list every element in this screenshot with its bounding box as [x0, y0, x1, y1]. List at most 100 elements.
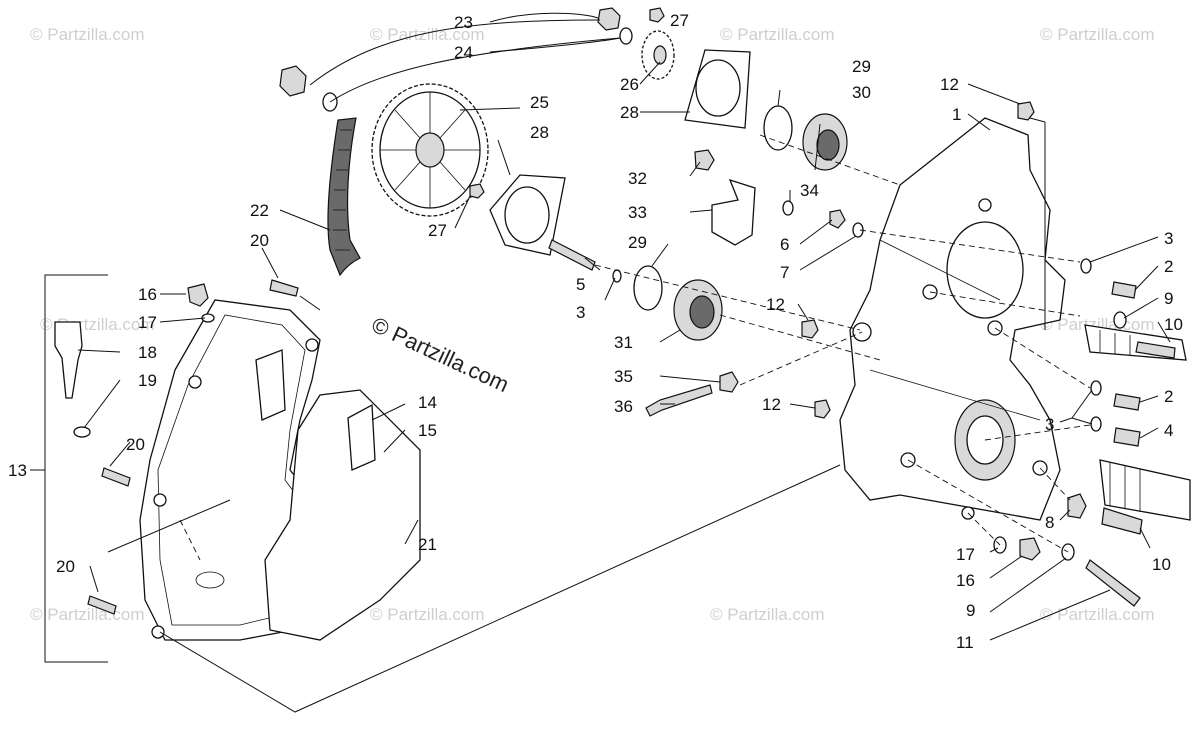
nut-23-top	[597, 7, 621, 31]
gear-case	[839, 117, 1066, 521]
bolt-20-top	[269, 279, 299, 297]
center-watermark: © Partzilla.com	[368, 312, 513, 397]
o-ring-19	[73, 426, 91, 438]
bolt-2-mid	[1113, 393, 1141, 411]
watermark-text: © Partzilla.com	[710, 605, 825, 624]
callout-5: 5	[576, 275, 585, 294]
callout-27-top: 27	[670, 11, 689, 30]
callout-10-low: 10	[1152, 555, 1171, 574]
callout-20-mid: 20	[126, 435, 145, 454]
callout-7: 7	[780, 263, 789, 282]
bearing-30	[802, 113, 848, 171]
nut-27	[469, 183, 485, 199]
gasket-21	[264, 389, 421, 641]
group-bracket-13	[30, 274, 108, 663]
callout-22: 22	[250, 201, 269, 220]
callout-26: 26	[620, 75, 639, 94]
bolt-36	[645, 384, 713, 417]
callout-8: 8	[1045, 513, 1054, 532]
bolt-11	[1085, 559, 1141, 607]
callout-15: 15	[418, 421, 437, 440]
watermark-text: © Partzilla.com	[30, 25, 145, 44]
assembly-lines	[179, 134, 1091, 561]
o-ring-29-top	[763, 105, 793, 151]
callout-20-top: 20	[250, 231, 269, 250]
nut-23	[279, 65, 307, 97]
callout-10-top: 10	[1164, 315, 1183, 334]
washer-3-mid	[1090, 380, 1102, 396]
watermark-text: © Partzilla.com	[30, 605, 145, 624]
watermark-text: © Partzilla.com	[1040, 25, 1155, 44]
watermark-text: © Partzilla.com	[370, 25, 485, 44]
watermark-text: © Partzilla.com	[370, 605, 485, 624]
bolt-10-low	[1101, 507, 1143, 535]
callout-36: 36	[614, 397, 633, 416]
plug-16-top	[187, 283, 209, 307]
bolt-20-low	[87, 595, 117, 615]
washer-24-top	[619, 27, 633, 45]
callout-12-low: 12	[762, 395, 781, 414]
callout-27: 27	[428, 221, 447, 240]
callout-18: 18	[138, 343, 157, 362]
callout-labels: 23 24 27 26 28 25 28 29 30 12 1 32 33 34…	[8, 11, 1183, 652]
chain-tensioner-bracket	[711, 178, 756, 246]
callout-9-top: 9	[1164, 289, 1173, 308]
callout-32: 32	[628, 169, 647, 188]
callout-3-top-right: 3	[1164, 229, 1173, 248]
perimeter-lines	[107, 117, 1046, 713]
callout-16: 16	[138, 285, 157, 304]
callout-29: 29	[628, 233, 647, 252]
washer-3-low	[1090, 416, 1102, 432]
callout-9-low: 9	[966, 601, 975, 620]
bolt-4	[1113, 427, 1141, 447]
callout-14: 14	[418, 393, 437, 412]
callout-28: 28	[530, 123, 549, 142]
callout-31: 31	[614, 333, 633, 352]
o-ring-29	[633, 265, 663, 311]
nut-27-top	[649, 7, 665, 23]
watermark-text: © Partzilla.com	[1040, 605, 1155, 624]
plug-8	[1067, 493, 1087, 519]
callout-4: 4	[1164, 421, 1173, 440]
bolt-5	[548, 239, 596, 271]
callout-19: 19	[138, 371, 157, 390]
leader-lines	[77, 12, 1171, 641]
drive-chain	[327, 117, 361, 277]
callout-17: 17	[138, 313, 157, 332]
bolt-20-mid	[101, 467, 131, 487]
callout-3-mid: 3	[1045, 415, 1054, 434]
nut-12-low	[814, 399, 831, 419]
nut-12-mid	[801, 319, 819, 339]
nut-12-top	[1017, 101, 1035, 121]
callout-11: 11	[956, 633, 974, 652]
callout-33: 33	[628, 203, 647, 222]
callout-6: 6	[780, 235, 789, 254]
washer-3-top	[1080, 258, 1092, 274]
bearing-plate-left	[489, 174, 566, 256]
bearing-plate-top	[684, 49, 751, 129]
inspection-plate	[347, 403, 376, 471]
callout-2-top: 2	[1164, 257, 1173, 276]
callout-12-mid: 12	[766, 295, 785, 314]
nut-35	[719, 371, 739, 393]
callout-2-mid: 2	[1164, 387, 1173, 406]
callout-23: 23	[454, 13, 473, 32]
callout-1: 1	[952, 105, 961, 124]
callout-29-top: 29	[852, 57, 871, 76]
bearing-31	[673, 279, 723, 341]
output-shaft	[1099, 459, 1191, 521]
bolt-2-top	[1111, 281, 1137, 299]
callout-30: 30	[852, 83, 871, 102]
dipstick	[54, 321, 83, 399]
large-sprocket	[371, 83, 489, 217]
washer-9-top	[1113, 311, 1127, 329]
nut-6	[829, 209, 846, 229]
callout-17-right: 17	[956, 545, 975, 564]
callout-25: 25	[530, 93, 549, 112]
watermark-text: © Partzilla.com	[720, 25, 835, 44]
small-sprocket	[641, 30, 675, 80]
callout-12-top: 12	[940, 75, 959, 94]
callout-13: 13	[8, 461, 27, 480]
plug-16	[1019, 537, 1041, 561]
